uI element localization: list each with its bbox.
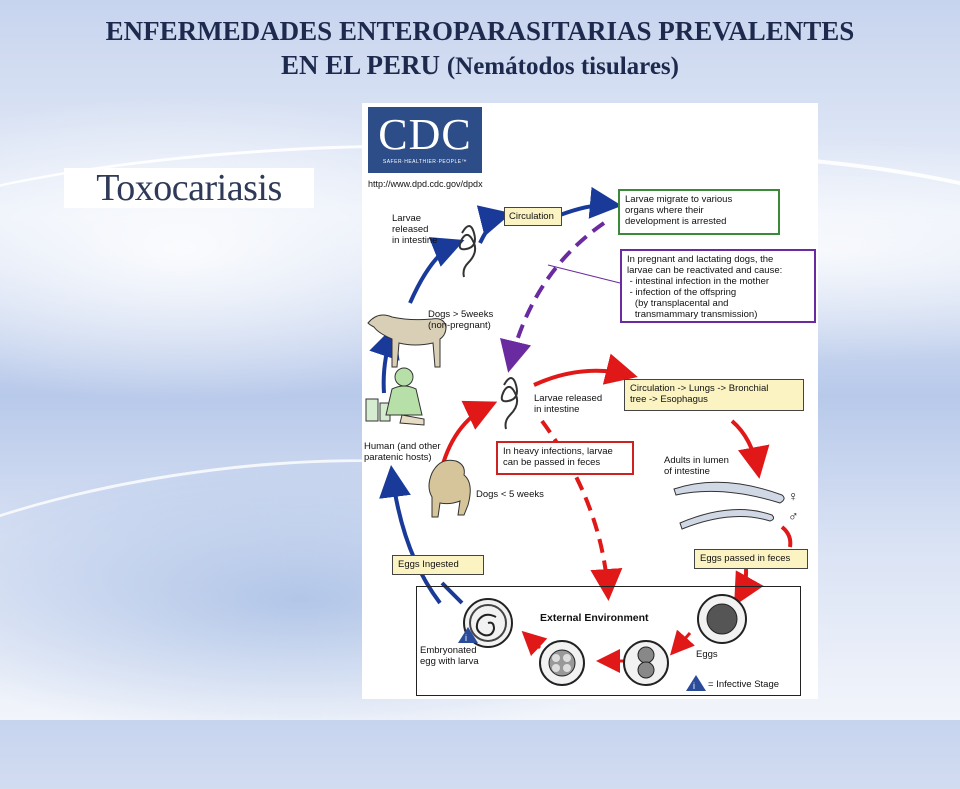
life-cycle-diagram: i i CDC SAFER·HEALTHIER·PEOPLE™ http://w… — [362, 103, 818, 699]
box-larvae-migrate: Larvae migrate to various organs where t… — [618, 189, 780, 235]
slide-title: ENFERMEDADES ENTEROPARASITARIAS PREVALEN… — [0, 14, 960, 84]
adult-worm-male — [679, 509, 775, 530]
arrow-circulation-to-adults — [730, 419, 770, 479]
purple-pointer — [547, 264, 621, 284]
label-eggs: Eggs — [696, 649, 718, 660]
egg-embryonated-larva — [463, 598, 513, 648]
box-circulation-lungs: Circulation -> Lungs -> Bronchial tree -… — [624, 379, 804, 411]
female-symbol: ♀ — [788, 488, 799, 504]
label-dogs-over-5-weeks: Dogs > 5weeks (non-pregnant) — [428, 309, 494, 331]
external-environment-box — [416, 586, 801, 696]
life-cycle-arrows: i i — [365, 186, 793, 691]
title-line-2-paren: (Nemátodos tisulares) — [446, 53, 679, 80]
box-eggs-passed: Eggs passed in feces — [694, 549, 808, 569]
arrow-dogs-to-larvae — [408, 237, 465, 304]
arrow-larvae-to-circulation-lungs — [533, 353, 638, 387]
title-line-1: ENFERMEDADES ENTEROPARASITARIAS PREVALEN… — [105, 16, 855, 46]
title-line-2: EN EL PERU (Nemátodos tisulares) — [0, 48, 960, 84]
egg-unembryonated — [697, 594, 747, 644]
arrow-larvae-to-circulation — [476, 205, 512, 244]
adult-dog-illustration — [367, 314, 447, 368]
arrow-reactivation — [500, 221, 606, 373]
egg-two-cell — [623, 640, 669, 686]
title-line-2-main: EN EL PERU — [281, 50, 441, 80]
human-child-illustration — [365, 367, 425, 426]
label-larvae-released-dogs: Larvae released in intestine — [392, 213, 438, 246]
box-eggs-ingested: Eggs Ingested — [392, 555, 484, 575]
larva-coil-upper — [458, 225, 477, 278]
arrow-heavy-infection-dashed — [540, 419, 623, 601]
info-icon-legend: i — [686, 675, 706, 691]
arrow-egg-to-egg-1 — [670, 629, 695, 656]
cdc-logo-text: CDC — [378, 110, 472, 159]
larva-coil-lower — [500, 377, 519, 430]
box-pregnant-dogs: In pregnant and lactating dogs, the larv… — [620, 249, 816, 323]
cdc-logo: CDC SAFER·HEALTHIER·PEOPLE™ — [368, 107, 482, 173]
svg-text:i: i — [693, 681, 695, 691]
arrow-env-to-eggs-ingested — [440, 581, 464, 605]
puppy-illustration — [428, 459, 471, 518]
arrow-eggs-passed-to-env — [734, 568, 764, 606]
box-circulation: Circulation — [504, 207, 562, 226]
label-adults-in-lumen: Adults in lumen of intestine — [664, 455, 729, 477]
arrow-eggs-ingested-to-human — [379, 465, 442, 605]
label-human-hosts: Human (and other paratenic hosts) — [364, 441, 441, 463]
label-larvae-released-pups: Larvae released in intestine — [534, 393, 603, 415]
box-heavy-infections: In heavy infections, larvae can be passe… — [496, 441, 634, 475]
info-icon-embryonated: i — [458, 627, 478, 643]
label-infective-stage: = Infective Stage — [708, 679, 780, 690]
toxocariasis-label-image: Toxocariasis — [64, 168, 314, 208]
arrow-adults-to-eggs-passed — [780, 525, 793, 548]
cdc-url: http://www.dpd.cdc.gov/dpdx — [368, 179, 483, 189]
cdc-logo-tagline: SAFER·HEALTHIER·PEOPLE™ — [382, 159, 468, 165]
arrow-human-to-dogs — [369, 325, 400, 394]
egg-morula — [539, 640, 585, 686]
arrow-circulation-to-migrate — [559, 186, 622, 219]
adult-worm-female — [673, 481, 785, 504]
male-symbol: ♂ — [788, 508, 799, 524]
svg-text:i: i — [465, 633, 467, 643]
label-embryonated-egg: Embryonated egg with larva — [420, 645, 479, 667]
label-external-environment: External Environment — [540, 612, 649, 624]
label-dogs-under-5-weeks: Dogs < 5 weeks — [476, 489, 544, 500]
arrow-egg-to-egg-3 — [521, 630, 548, 657]
